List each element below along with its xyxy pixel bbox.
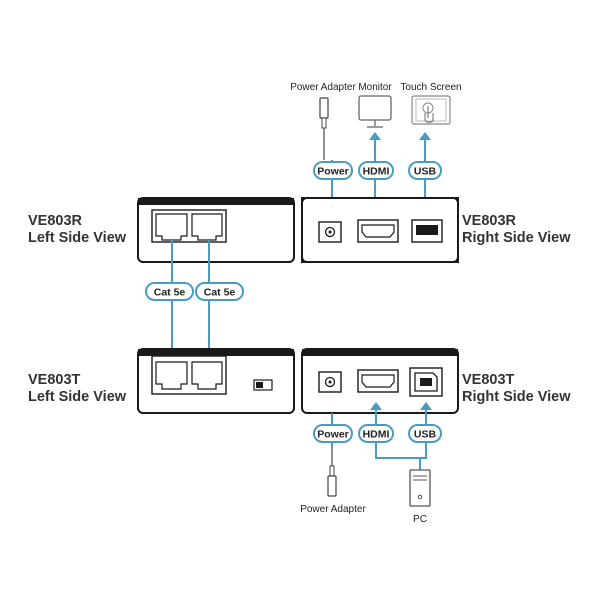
svg-text:USB: USB	[414, 429, 437, 441]
transmitter-usb-pill: USB	[408, 424, 442, 443]
transmitter-power-adapter-label: Power Adapter	[300, 504, 366, 515]
touch-screen-label: Touch Screen	[400, 82, 461, 93]
touch-screen-icon	[411, 95, 451, 125]
receiver-hdmi-pill: HDMI	[358, 161, 394, 180]
pc-tower-icon	[409, 469, 431, 507]
transmitter-hdmi-pill: HDMI	[358, 424, 394, 443]
transmitter-left-model: VE803T	[28, 372, 81, 388]
transmitter-right-model: VE803T	[462, 372, 515, 388]
svg-text:Cat 5e: Cat 5e	[154, 287, 186, 299]
transmitter-hdmi-connection	[370, 402, 420, 459]
transmitter-usb-connection	[419, 402, 432, 470]
cat5e-pill-1: Cat 5e	[145, 282, 194, 301]
monitor-icon	[358, 95, 392, 128]
transmitter-left-view: Left Side View	[28, 389, 127, 405]
receiver-usb-pill: USB	[408, 161, 442, 180]
power-adapter-icon	[319, 97, 329, 160]
receiver-hdmi-port	[357, 219, 399, 243]
transmitter-power-port	[318, 371, 342, 393]
receiver-right-model: VE803R	[462, 213, 517, 229]
receiver-rj45-port-2	[191, 213, 223, 241]
receiver-left-view: Left Side View	[28, 230, 127, 246]
receiver-right-view: Right Side View	[462, 230, 571, 246]
transmitter-usb-b-port	[409, 367, 443, 397]
svg-text:Power: Power	[317, 429, 349, 441]
receiver-power-pill: Power	[313, 161, 353, 180]
receiver-power-adapter-label: Power Adapter	[290, 82, 356, 93]
svg-text:HDMI: HDMI	[363, 166, 390, 178]
receiver-power-port	[318, 221, 342, 243]
monitor-label: Monitor	[358, 82, 392, 93]
svg-text:USB: USB	[414, 166, 437, 178]
svg-text:Cat 5e: Cat 5e	[204, 287, 236, 299]
transmitter-rj45-port-2	[191, 361, 223, 390]
power-adapter-icon	[327, 448, 337, 497]
transmitter-switch-icon	[253, 379, 273, 391]
transmitter-power-pill: Power	[313, 424, 353, 443]
transmitter-right-view: Right Side View	[462, 389, 571, 405]
svg-text:Power: Power	[317, 166, 349, 178]
receiver-usb-a-port	[411, 219, 443, 243]
pc-label: PC	[413, 514, 427, 525]
transmitter-hdmi-port	[357, 369, 399, 393]
svg-text:HDMI: HDMI	[363, 429, 390, 441]
cat5e-pill-2: Cat 5e	[195, 282, 244, 301]
receiver-left-model: VE803R	[28, 213, 83, 229]
